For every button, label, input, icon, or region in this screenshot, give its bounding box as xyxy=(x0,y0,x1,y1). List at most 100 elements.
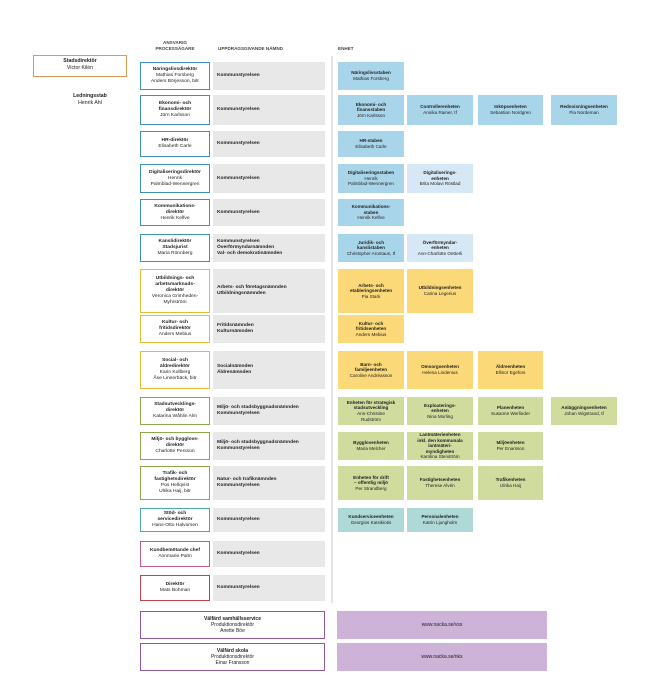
committee-text: Kommunstyrelsen xyxy=(217,517,260,522)
production-link[interactable]: www.nacka.se/vss xyxy=(337,611,547,639)
committee-text: Kommunstyrelsen xyxy=(217,107,260,112)
director-title: Näringslivsdirektör xyxy=(152,67,198,72)
unit-title: Ekonomi- och finansstaben xyxy=(355,101,387,113)
unit-person: Annika Rainer, tf xyxy=(423,110,457,115)
unit-title: Planenheten xyxy=(496,405,525,411)
unit-title: Enheten för drift – offentlig miljö xyxy=(353,474,389,486)
committee-band xyxy=(213,351,325,389)
unit-title: Exploaterings- enheten xyxy=(424,402,456,414)
director-title: Ekonomi- och finansdirektör xyxy=(158,101,192,112)
committee-text: Miljö- och stadsbyggnadsnämnden Kommunst… xyxy=(217,405,299,416)
director-title: Trafik- och fastighetsdirektör xyxy=(154,471,196,482)
unit-title: Fastighetsenheten xyxy=(419,477,461,483)
unit-person: Katrin Ljungholm xyxy=(422,520,458,525)
committee-text: Arbets- och företagsnämnden Utbildningsn… xyxy=(217,285,287,296)
director-title: Miljö- och bygglovs- direktör xyxy=(151,437,199,448)
header-owner: ANSVARIG PROCESSÄGARE xyxy=(155,40,195,51)
director-person: Pos Hellqvist Ulrika Haij, bitr xyxy=(159,483,191,494)
committee-band xyxy=(213,432,325,460)
director-title: Kultur- och fritidsdirektör xyxy=(159,320,191,331)
unit-title: Näringslivsstaben xyxy=(351,70,391,76)
unit-title: Trafikenheten xyxy=(495,477,526,483)
director-person: Jörn Karlsson xyxy=(160,113,190,118)
unit-person: Per Strandberg xyxy=(355,485,387,491)
unit-title: Kommunikations- staben xyxy=(351,204,391,215)
committee-text: Fritidsnämnden Kulturnämnden xyxy=(217,323,254,334)
staff-title: Ledningsstab xyxy=(73,93,107,99)
unit-person: Caroline Andréasson xyxy=(349,372,393,378)
committee-text: Kommunstyrelsen xyxy=(217,73,260,78)
production-link[interactable]: www.nacka.se/nks xyxy=(337,643,547,671)
director-title: Stadsutvecklings- direktör xyxy=(154,402,196,413)
unit-title: Barn- och familjeenheten xyxy=(354,361,388,373)
unit-title: Anläggningsenheten xyxy=(561,405,607,411)
committee-text: Kommunstyrelsen xyxy=(217,585,260,590)
director-person: Annmarie Palm xyxy=(158,554,192,559)
unit-title: Miljöenheten xyxy=(496,440,525,446)
production-sub: Produktionsdirektör xyxy=(210,621,255,628)
unit-person: Elisabeth Carle xyxy=(355,144,387,149)
unit-title: HR-staben xyxy=(359,138,383,144)
unit-title: Utbildningsenheten xyxy=(418,285,462,291)
unit-person: Henrik Kelfve xyxy=(357,215,385,221)
staff-person: Henrik Ahl xyxy=(78,99,102,106)
unit-title: Omsorgsenheten xyxy=(421,364,459,370)
director-person: Karin Kollberg Åse Linnerbäck, bitr xyxy=(153,370,197,381)
director-person: Veronica Grimheden- Myhrström xyxy=(151,294,199,305)
committee-text: Kommunstyrelsen xyxy=(217,209,260,215)
unit-title: Inköpsenheten xyxy=(494,104,527,110)
unit-title: Överförmyndar- enheten xyxy=(422,239,458,251)
unit-person: Henrik Palmblad-Wennergren xyxy=(348,175,394,187)
committee-text: Kommunstyrelsen xyxy=(217,551,260,556)
director-box: Utbildnings- och arbetsmarknads- direktö… xyxy=(140,269,210,313)
unit-person: Jörn Karlsson xyxy=(356,112,386,118)
unit-person: Christopher Arontaus, tf xyxy=(346,250,396,256)
director-person: Anders Mebius xyxy=(158,332,192,337)
production-title: Välfärd samhällsservice xyxy=(204,615,261,622)
committee-text: Natur- och trafiknämnden Kommunstyrelsen xyxy=(217,477,277,488)
director-person: Mathias Forsberg Anders Börjesson, bitr xyxy=(150,73,200,84)
unit-title: Lantmäterienheten inkl. den kommunala la… xyxy=(417,432,463,454)
director-person: Henrik Kelfve xyxy=(160,215,190,221)
director-title: HR-direktör xyxy=(161,138,189,143)
committee-text: Kommunstyrelsen Överförmyndarnämnden Val… xyxy=(217,239,283,256)
committee-band xyxy=(213,234,325,262)
committee-band xyxy=(213,315,325,343)
committee-band xyxy=(213,397,325,425)
unit-person: Mathias Forsberg xyxy=(353,76,389,81)
unit-person: Carina Legerius xyxy=(423,291,457,296)
unit-title: Juridik- och kanslistaben xyxy=(357,239,385,251)
unit-person: Pia Nordeman xyxy=(569,110,599,115)
city-director-box: Stadsdirektör Victor Kilén xyxy=(33,55,127,77)
committee-text: Socialnämnden Äldrenämnden xyxy=(217,364,254,375)
director-title: Stöd- och servicedirektör xyxy=(157,511,193,522)
committee-band xyxy=(213,62,325,90)
unit-person: Helena Lindenius xyxy=(422,370,458,375)
director-title: Kommunikations- direktör xyxy=(154,203,196,215)
unit-title: Bygglovenheten xyxy=(353,440,389,446)
unit-person: Johan Wigstrand, tf xyxy=(564,411,604,416)
production-person: Anette Böe xyxy=(220,628,245,635)
unit-title: Personalenheten xyxy=(421,514,459,520)
unit-person: Ann-Charlotte Oetterli xyxy=(417,250,463,256)
unit-person: Nina Morling xyxy=(427,413,453,419)
